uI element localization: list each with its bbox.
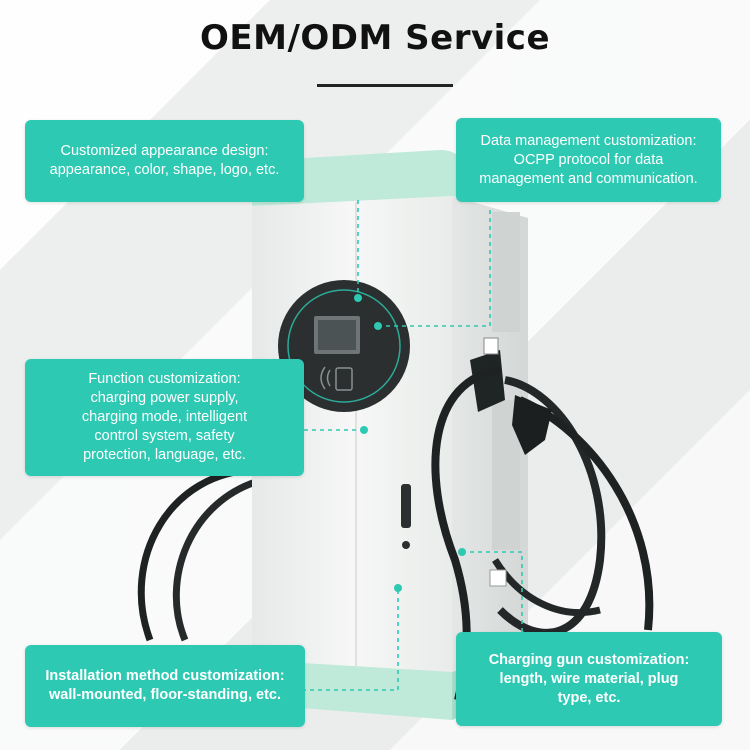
cable-left-rear <box>137 466 259 642</box>
door-handle <box>401 484 411 528</box>
key-lock-icon <box>402 541 410 549</box>
page-title: OEM/ODM Service <box>199 18 551 58</box>
charging-gun <box>512 395 552 455</box>
appearance-design-card: Customized appearance design: appearance… <box>25 120 304 202</box>
function-customization-card: Function customization: charging power s… <box>25 359 304 476</box>
data-management-text: Data management customization: OCPP prot… <box>479 132 698 187</box>
installation-method-text: Installation method customization: wall-… <box>45 668 285 703</box>
callout-dots <box>354 294 466 592</box>
contactless-card-icon <box>320 366 353 391</box>
installation-method-card: Installation method customization: wall-… <box>25 645 305 727</box>
charging-gun-card: Charging gun customization: length, wire… <box>456 632 722 726</box>
cabinet-top-cap <box>252 150 462 206</box>
charging-gun-text: Charging gun customization: length, wire… <box>488 651 690 706</box>
side-vent <box>492 212 520 550</box>
cable-left-rear-2 <box>172 476 263 642</box>
data-management-card: Data management customization: OCPP prot… <box>456 118 721 202</box>
gun-holster <box>470 350 505 412</box>
title-underline <box>317 84 453 87</box>
callout-lines <box>304 200 523 691</box>
appearance-design-text: Customized appearance design: appearance… <box>49 143 280 178</box>
function-customization-text: Function customization: charging power s… <box>81 371 248 463</box>
